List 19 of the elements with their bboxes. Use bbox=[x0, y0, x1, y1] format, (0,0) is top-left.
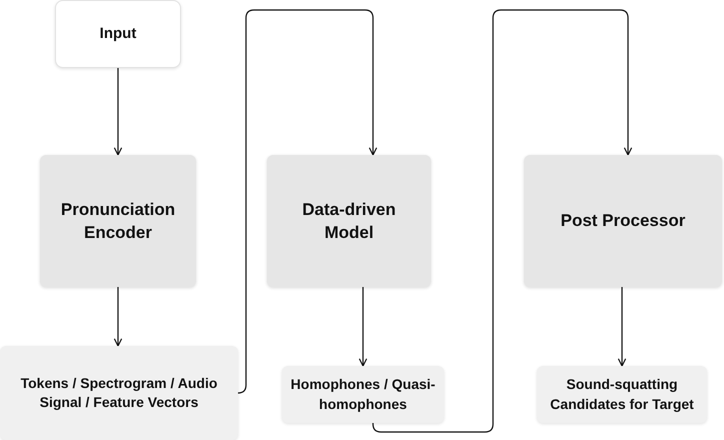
output-box bbox=[282, 366, 444, 423]
process-box bbox=[267, 155, 431, 287]
process-box bbox=[40, 155, 196, 287]
arrow bbox=[237, 9, 378, 394]
process-box bbox=[524, 155, 722, 287]
box-label: Post Processor bbox=[560, 210, 686, 232]
arrow bbox=[114, 68, 122, 156]
output-box bbox=[0, 346, 238, 440]
box-label: Homophones / Quasi-homophones bbox=[290, 375, 436, 414]
arrow bbox=[618, 287, 626, 367]
input-box bbox=[55, 0, 181, 68]
box-label: Sound-squatting Candidates for Target bbox=[549, 375, 695, 414]
box-label: Pronunciation Encoder bbox=[60, 198, 176, 244]
box-label: Tokens / Spectrogram / Audio Signal / Feature Vectors bbox=[20, 374, 218, 412]
box-label: Data-driven Model bbox=[301, 198, 397, 244]
arrow bbox=[114, 287, 122, 347]
arrow bbox=[358, 287, 368, 367]
output-box bbox=[537, 366, 707, 423]
box-label: Input bbox=[100, 24, 136, 44]
